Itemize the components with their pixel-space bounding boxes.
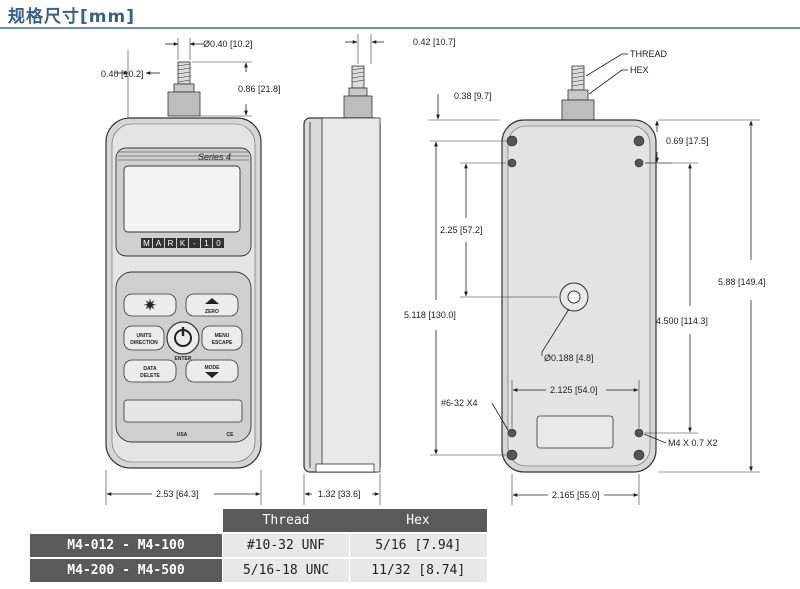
svg-text:1.32 [33.6]: 1.32 [33.6] bbox=[318, 489, 361, 499]
svg-text:THREAD: THREAD bbox=[630, 49, 668, 59]
brand-letter: A bbox=[156, 239, 162, 248]
backlight-button bbox=[123, 293, 177, 317]
thread-header: Thread bbox=[222, 509, 350, 534]
back-dimensions: THREAD HEX 0.38 [9.7] 0.69 [17.5] 5.88 [… bbox=[404, 49, 766, 505]
svg-text:ESCAPE: ESCAPE bbox=[212, 340, 233, 346]
power-button bbox=[166, 321, 200, 355]
mode-button bbox=[185, 359, 239, 383]
svg-text:2.125 [54.0]: 2.125 [54.0] bbox=[550, 385, 598, 395]
svg-text:ZERO: ZERO bbox=[205, 309, 219, 315]
side-view bbox=[303, 65, 381, 473]
front-dimensions: Ø0.40 [10.2] 0.40 [10.2] 0.86 [21.8] 2.5… bbox=[101, 38, 281, 505]
page-title: 规格尺寸[mm] bbox=[8, 7, 135, 27]
data-button bbox=[123, 359, 177, 383]
svg-text:DIRECTION: DIRECTION bbox=[130, 340, 158, 346]
table-header-row: Thread Hex bbox=[30, 509, 487, 534]
svg-text:Ø0.40 [10.2]: Ø0.40 [10.2] bbox=[203, 39, 253, 49]
svg-text:2.165 [55.0]: 2.165 [55.0] bbox=[552, 490, 600, 500]
svg-text:0.38 [9.7]: 0.38 [9.7] bbox=[454, 91, 492, 101]
svg-text:#6-32 X4: #6-32 X4 bbox=[441, 398, 478, 408]
model-range: M4-200 - M4-500 bbox=[30, 558, 223, 582]
svg-text:MODE: MODE bbox=[205, 365, 221, 371]
svg-text:DELETE: DELETE bbox=[140, 373, 160, 379]
screw-bottom-right bbox=[633, 449, 645, 461]
model-range: M4-012 - M4-100 bbox=[30, 533, 223, 559]
svg-text:Ø0.188 [4.8]: Ø0.188 [4.8] bbox=[544, 353, 594, 363]
back-label-window bbox=[536, 415, 614, 449]
units-button bbox=[123, 325, 165, 351]
lcd-screen bbox=[123, 165, 241, 233]
label-plate bbox=[123, 399, 243, 423]
svg-text:UNITS: UNITS bbox=[137, 333, 153, 339]
brand-letter-box bbox=[141, 238, 152, 248]
svg-text:0.40 [10.2]: 0.40 [10.2] bbox=[101, 69, 144, 79]
table-row: M4-012 - M4-100 #10-32 UNF 5/16 [7.94] bbox=[30, 533, 487, 559]
brand-letter: M bbox=[143, 239, 150, 248]
svg-text:4.500 [114.3]: 4.500 [114.3] bbox=[656, 316, 708, 326]
hex-value: 11/32 [8.74] bbox=[349, 558, 487, 582]
brand-letter: 1 bbox=[204, 239, 209, 248]
svg-text:ENTER: ENTER bbox=[175, 356, 192, 362]
brand-letter: - bbox=[193, 239, 196, 248]
hex-header: Hex bbox=[349, 509, 487, 534]
svg-text:2.25 [57.2]: 2.25 [57.2] bbox=[440, 225, 483, 235]
brand-letter: K bbox=[180, 239, 186, 248]
table-row: M4-200 - M4-500 5/16-18 UNC 11/32 [8.74] bbox=[30, 558, 487, 582]
svg-text:HEX: HEX bbox=[630, 65, 649, 75]
screw-bottom-left bbox=[506, 449, 518, 461]
thread-value: #10-32 UNF bbox=[222, 533, 350, 559]
svg-text:M4 X 0.7 X2: M4 X 0.7 X2 bbox=[668, 438, 718, 448]
brand-letter-box bbox=[213, 238, 224, 248]
svg-text:5.88 [149.4]: 5.88 [149.4] bbox=[718, 277, 766, 287]
svg-text:DATA: DATA bbox=[143, 366, 157, 372]
brand-letter: R bbox=[168, 239, 174, 248]
title-underline bbox=[0, 27, 800, 29]
brand-letter-box bbox=[201, 238, 212, 248]
svg-text:0.86 [21.8]: 0.86 [21.8] bbox=[238, 84, 281, 94]
spec-table: Thread Hex M4-012 - M4-100 #10-32 UNF 5/… bbox=[30, 509, 487, 582]
screw-top-left bbox=[506, 135, 518, 147]
back-view bbox=[501, 65, 657, 473]
svg-text:MENU: MENU bbox=[215, 333, 230, 339]
menu-button bbox=[201, 325, 243, 351]
brand-letter-box bbox=[189, 238, 200, 248]
screw-top-right bbox=[633, 135, 645, 147]
svg-text:0.69 [17.5]: 0.69 [17.5] bbox=[666, 136, 709, 146]
zero-arrow-icon bbox=[205, 298, 219, 304]
backlight-icon: ✷ bbox=[143, 296, 157, 315]
svg-text:5.118 [130.0]: 5.118 [130.0] bbox=[404, 310, 456, 320]
side-dimensions: 0.42 [10.7] 1.32 [33.6] bbox=[303, 34, 456, 505]
front-shaft-collar bbox=[167, 91, 201, 117]
brand-letter-box bbox=[165, 238, 176, 248]
zero-button bbox=[185, 293, 239, 317]
hex-value: 5/16 [7.94] bbox=[349, 533, 487, 559]
front-hex-nut bbox=[173, 83, 195, 93]
brand-letter: 0 bbox=[216, 239, 221, 248]
series-label: Series 4 bbox=[198, 152, 231, 162]
brand-letter-box bbox=[153, 238, 164, 248]
svg-text:0.42 [10.7]: 0.42 [10.7] bbox=[413, 37, 456, 47]
svg-text:USA: USA bbox=[177, 432, 188, 438]
brand-letter-box bbox=[177, 238, 188, 248]
svg-text:2.53 [64.3]: 2.53 [64.3] bbox=[156, 489, 199, 499]
svg-text:CE: CE bbox=[227, 432, 235, 438]
mode-arrow-icon bbox=[205, 372, 219, 378]
thread-value: 5/16-18 UNC bbox=[222, 558, 350, 582]
